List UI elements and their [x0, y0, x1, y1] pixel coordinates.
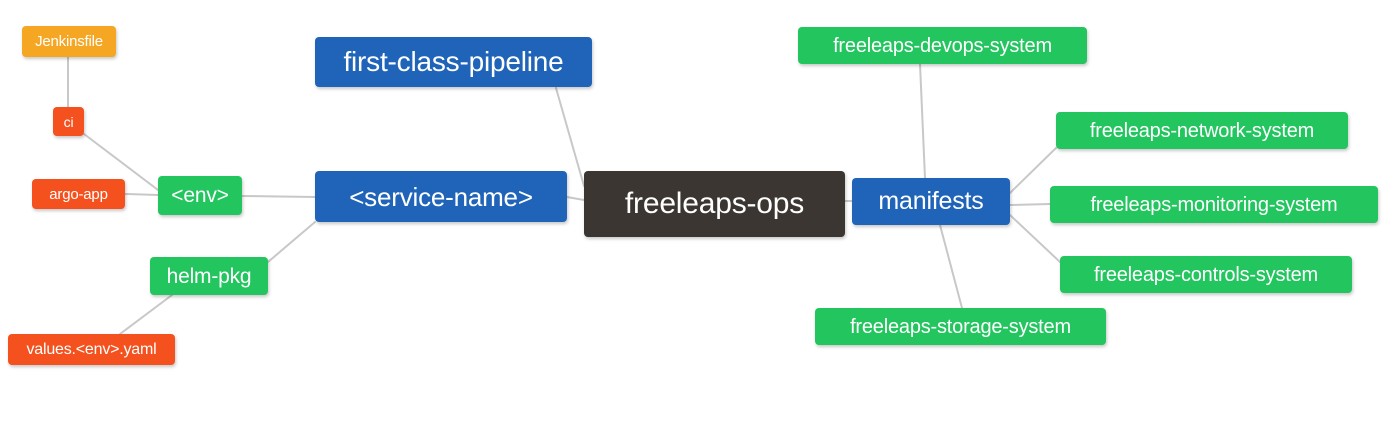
mindmap-node-freeleaps-storage-system[interactable]: freeleaps-storage-system — [815, 308, 1106, 345]
mindmap-edge — [566, 196, 585, 201]
mindmap-node-freeleaps-network-system[interactable]: freeleaps-network-system — [1056, 112, 1348, 149]
mindmap-edge — [1009, 203, 1051, 206]
mindmap-node-freeleaps-devops-system[interactable]: freeleaps-devops-system — [798, 27, 1087, 64]
mindmap-node-ci[interactable]: ci — [53, 107, 84, 136]
mindmap-node-helm-pkg[interactable]: helm-pkg — [150, 257, 268, 295]
mindmap-node-freeleaps-monitoring-system[interactable]: freeleaps-monitoring-system — [1050, 186, 1378, 223]
mindmap-edge — [241, 195, 316, 198]
mindmap-edge — [1009, 147, 1057, 194]
mindmap-node-manifests[interactable]: manifests — [852, 178, 1010, 225]
mindmap-node-jenkinsfile[interactable]: Jenkinsfile — [22, 26, 116, 57]
mindmap-edge — [939, 224, 963, 309]
mindmap-edge — [124, 193, 159, 196]
mindmap-node-argo-app[interactable]: argo-app — [32, 179, 125, 209]
mindmap-edge — [267, 221, 316, 263]
mindmap-node-first-class-pipeline[interactable]: first-class-pipeline — [315, 37, 592, 87]
mindmap-node-freeleaps-controls-system[interactable]: freeleaps-controls-system — [1060, 256, 1352, 293]
mindmap-edge — [119, 294, 173, 335]
mindmap-node-freeleaps-ops[interactable]: freeleaps-ops — [584, 171, 845, 237]
mindmap-node-env[interactable]: <env> — [158, 176, 242, 215]
mindmap-node-service-name[interactable]: <service-name> — [315, 171, 567, 222]
mindmap-edge — [919, 63, 926, 179]
mindmap-node-values-yaml[interactable]: values.<env>.yaml — [8, 334, 175, 365]
